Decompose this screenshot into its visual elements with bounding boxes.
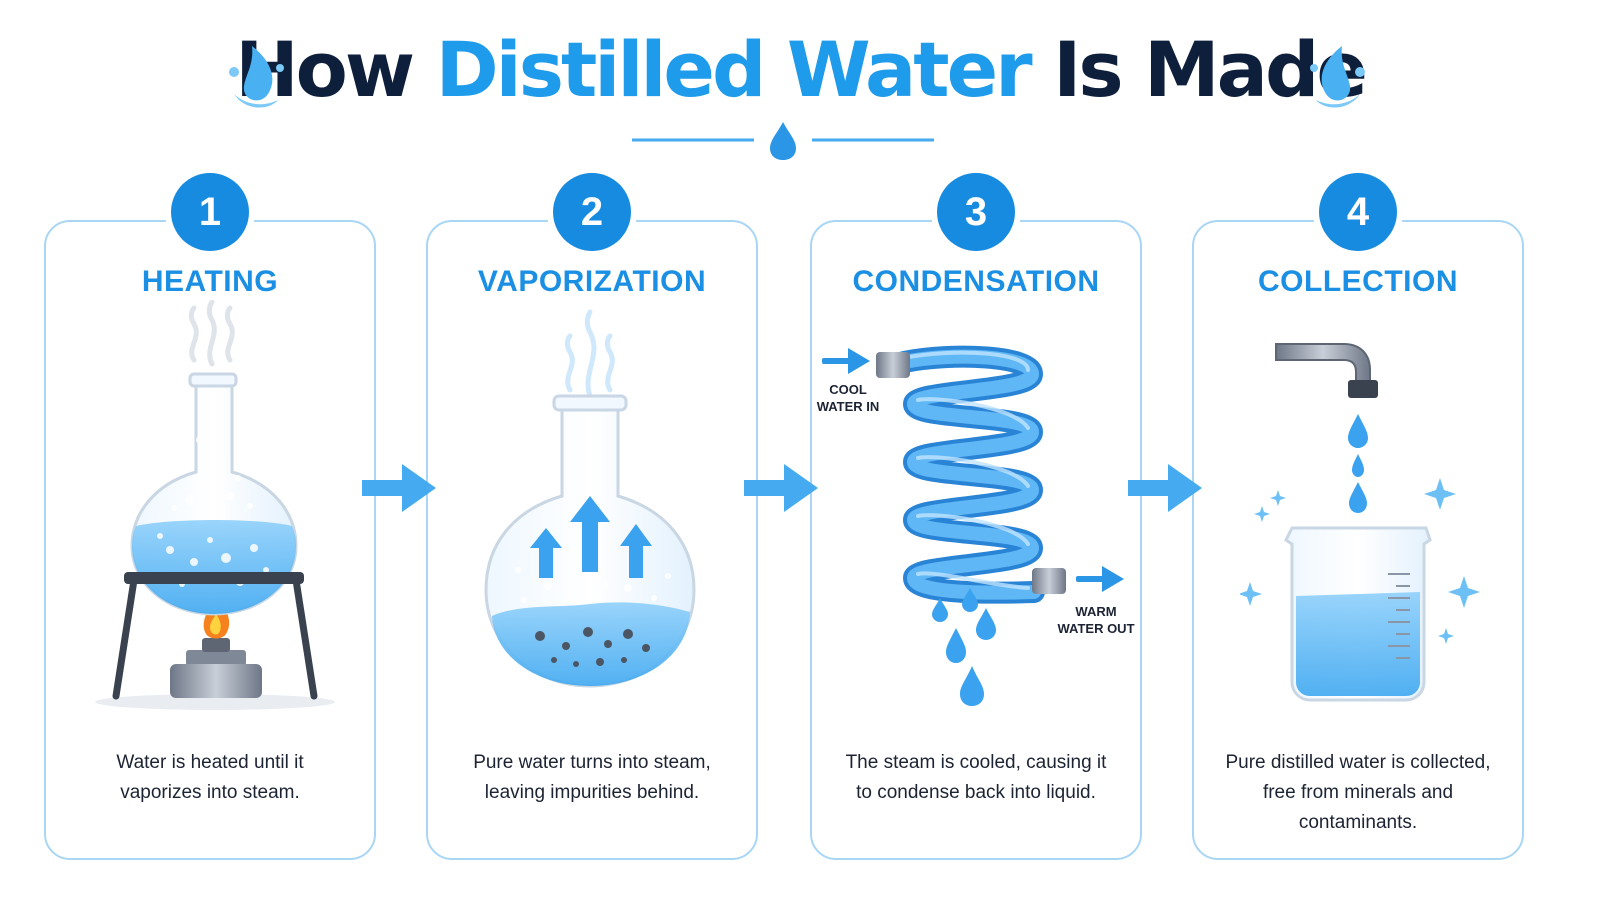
sparkle-icon: [1240, 478, 1480, 644]
step-badge-1: 1: [171, 173, 249, 251]
warm-water-out-label-line-2: WATER OUT: [1057, 621, 1134, 636]
rising-vapor-arrows: [530, 496, 652, 578]
step-badge-3: 3: [937, 173, 1015, 251]
right-arrow-icon: [744, 464, 818, 512]
cool-water-in-label-line-1: COOL: [829, 382, 867, 397]
right-arrow-icon: [1128, 464, 1202, 512]
step-title-collection: COLLECTION: [1258, 265, 1458, 298]
water-drop-icon: [770, 122, 796, 160]
step-description-collection: Pure distilled water is collected, free …: [1225, 752, 1491, 833]
water-splash-icon: [1310, 46, 1365, 108]
heating-illustration: [95, 300, 335, 710]
right-arrow-icon: [362, 464, 436, 512]
right-arrow-icon: [1076, 566, 1124, 592]
right-arrow-icon: [822, 348, 870, 374]
title-accent: Distilled Water: [435, 25, 1033, 114]
flask-icon: [130, 372, 298, 616]
condensation-illustration: COOL WATER IN WARM WATER OUT: [817, 345, 1135, 706]
step-description-heating: Water is heated until it vaporizes into …: [116, 752, 304, 803]
faucet-icon: [1275, 343, 1378, 398]
steam-icon: [564, 309, 615, 399]
beaker-icon: [1284, 526, 1432, 702]
step-description-condensation: The steam is cooled, causing it to conde…: [845, 752, 1107, 803]
step-title-heating: HEATING: [141, 265, 279, 298]
cool-water-in-label-line-2: WATER IN: [817, 399, 880, 414]
warm-water-out-label-line-1: WARM: [1075, 604, 1116, 619]
water-splash-icon: [229, 46, 284, 108]
flask-icon: [484, 394, 696, 688]
step-description-vaporization: Pure water turns into steam, leaving imp…: [473, 752, 711, 803]
step-badge-4: 4: [1319, 173, 1397, 251]
steam-icon: [188, 300, 235, 367]
water-drop-icon: [932, 588, 996, 706]
step-badge-2: 2: [553, 173, 631, 251]
condenser-coil-icon: [876, 345, 1066, 604]
vaporization-illustration: [484, 309, 696, 688]
collection-illustration: [1240, 343, 1480, 702]
impurity-particles: [535, 627, 650, 667]
burner-icon: [170, 638, 262, 698]
step-title-vaporization: VAPORIZATION: [477, 265, 707, 298]
title-divider: [632, 122, 934, 160]
step-title-condensation: CONDENSATION: [852, 265, 1100, 298]
